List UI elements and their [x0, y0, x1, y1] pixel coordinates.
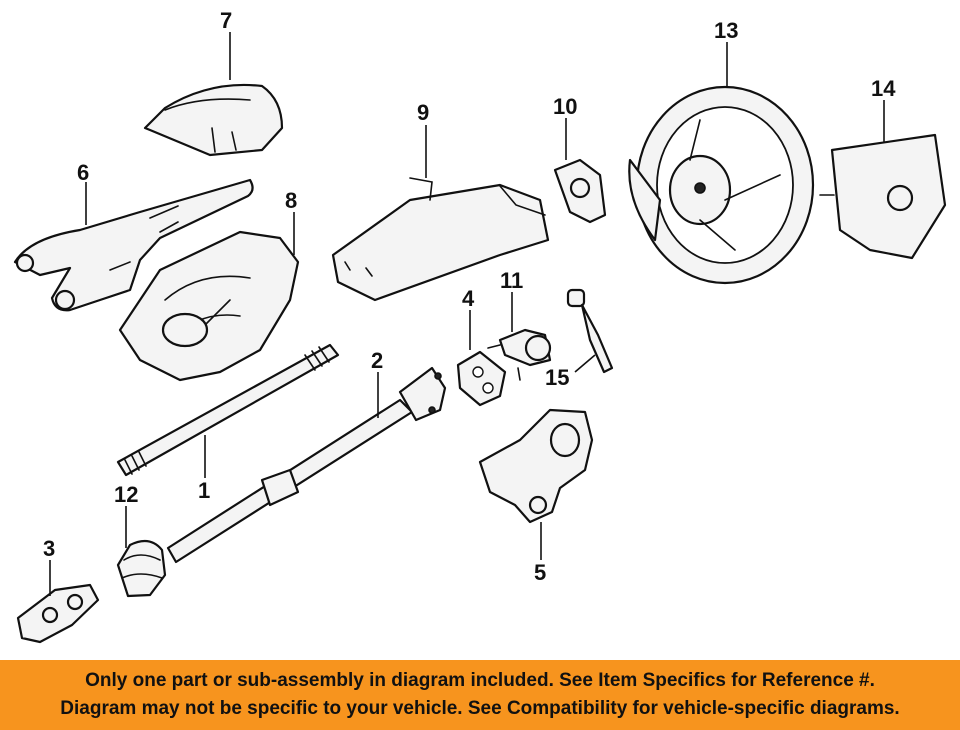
callout-15: 15	[545, 365, 569, 390]
part-2-steering-shaft	[166, 366, 447, 564]
callout-5: 5	[534, 560, 546, 585]
part-10-switch-housing	[553, 158, 607, 224]
part-6-column-bracket	[13, 178, 254, 312]
callout-2: 2	[371, 348, 383, 373]
part-12-dust-boot	[116, 539, 167, 598]
callout-3: 3	[43, 536, 55, 561]
disclaimer-banner: Only one part or sub-assembly in diagram…	[0, 660, 960, 730]
callout-12: 12	[114, 482, 138, 507]
part-5-lock-housing	[478, 408, 594, 524]
part-3-universal-joint	[16, 583, 100, 644]
disclaimer-line-1: Only one part or sub-assembly in diagram…	[85, 670, 875, 691]
leader-15	[574, 354, 596, 373]
callout-13: 13	[714, 18, 738, 43]
part-11-lock-cylinder	[487, 328, 552, 381]
callout-7: 7	[220, 8, 232, 33]
callout-9: 9	[417, 100, 429, 125]
callout-4: 4	[462, 286, 475, 311]
part-15-key	[566, 288, 614, 374]
callout-10: 10	[553, 94, 577, 119]
part-1-intermediate-shaft	[116, 343, 340, 477]
part-7-upper-shroud	[143, 83, 284, 157]
callout-1: 1	[198, 478, 210, 503]
part-13-steering-wheel	[628, 85, 815, 285]
steering-column-parts-diagram: 7 6 8 9 10 13	[13, 8, 947, 644]
callout-6: 6	[77, 160, 89, 185]
part-4-retainer-plate	[456, 350, 507, 407]
callout-11: 11	[500, 268, 523, 293]
disclaimer-line-2: Diagram may not be specific to your vehi…	[60, 698, 900, 719]
part-9-mounting-bracket	[331, 177, 550, 302]
part-8-lower-shroud	[118, 230, 300, 382]
part-14-airbag-module	[819, 133, 947, 260]
callout-14: 14	[871, 76, 896, 101]
callout-8: 8	[285, 188, 297, 213]
